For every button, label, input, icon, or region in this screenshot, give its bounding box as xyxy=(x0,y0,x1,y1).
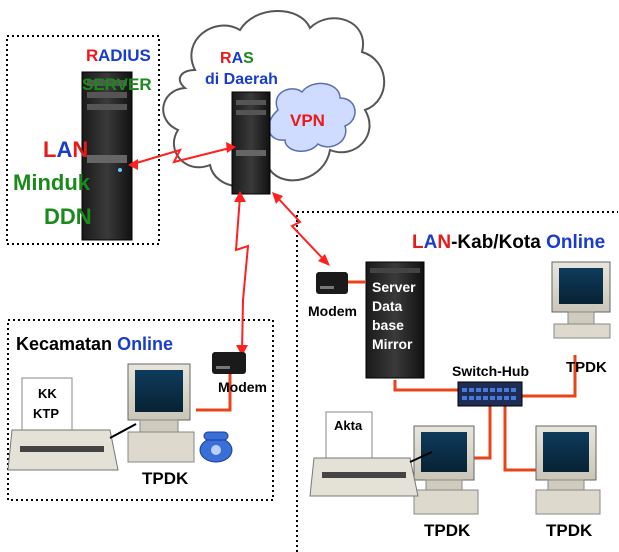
kabkota-frame xyxy=(296,211,618,552)
radius-label-r: R xyxy=(86,46,98,65)
wan-links xyxy=(132,147,327,353)
tpdk-far-label: TPDK xyxy=(546,521,593,540)
pc-kecamatan xyxy=(127,363,195,463)
printer-kabkota xyxy=(309,411,419,497)
tpdk-mid-label: TPDK xyxy=(424,521,471,540)
ras-cloud xyxy=(162,10,386,188)
database-server-tower xyxy=(365,261,425,379)
server-label-3: base xyxy=(372,317,404,333)
server-label-1: Server xyxy=(372,279,416,295)
tpdk-right-label: TPDK xyxy=(566,359,607,376)
ras-label: RAS xyxy=(220,50,254,67)
link-arrows xyxy=(128,142,330,356)
pc-kabkota-mid xyxy=(413,425,479,515)
kecamatan-title: Kecamatan Online xyxy=(16,334,173,354)
modem-kecamatan xyxy=(212,352,246,374)
telephone-icon xyxy=(199,431,233,463)
printer-cable-kabkota xyxy=(409,451,433,463)
pc-kabkota-right xyxy=(551,261,611,339)
server-label-4: Mirror xyxy=(372,336,413,352)
printer-cable-kecamatan xyxy=(109,423,137,439)
radius-label-rest: ADIUS xyxy=(98,46,151,65)
tpdk-kecamatan-label: TPDK xyxy=(142,469,189,488)
ktp-label: KTP xyxy=(33,406,59,421)
modem-kabkota-label: Modem xyxy=(308,303,357,319)
kecamatan-frame xyxy=(7,319,274,501)
switch-hub xyxy=(457,381,523,407)
radius-server-tower xyxy=(81,71,133,241)
modem-kecamatan-label: Modem xyxy=(218,379,267,395)
vpn-label: VPN xyxy=(290,111,325,130)
radius-lan-label: LAN xyxy=(43,137,88,162)
radius-frame xyxy=(6,35,160,245)
ras-subtitle: di Daerah xyxy=(205,71,278,88)
kabkota-title: LAN-Kab/Kota Online xyxy=(412,232,605,253)
kk-label: KK xyxy=(38,386,57,401)
akta-label: Akta xyxy=(334,418,363,433)
minduk-label: Minduk xyxy=(13,170,91,195)
printer-kecamatan xyxy=(7,377,119,471)
ras-server-tower xyxy=(231,91,271,195)
ddn-label: DDN xyxy=(44,204,92,229)
switch-hub-label: Switch-Hub xyxy=(452,363,529,379)
server-label-2: Data xyxy=(372,298,403,314)
modem-kabkota xyxy=(316,272,348,294)
pc-kabkota-far xyxy=(535,425,601,515)
radius-server-label: SERVER xyxy=(82,75,152,94)
vpn-bubble xyxy=(267,82,356,152)
